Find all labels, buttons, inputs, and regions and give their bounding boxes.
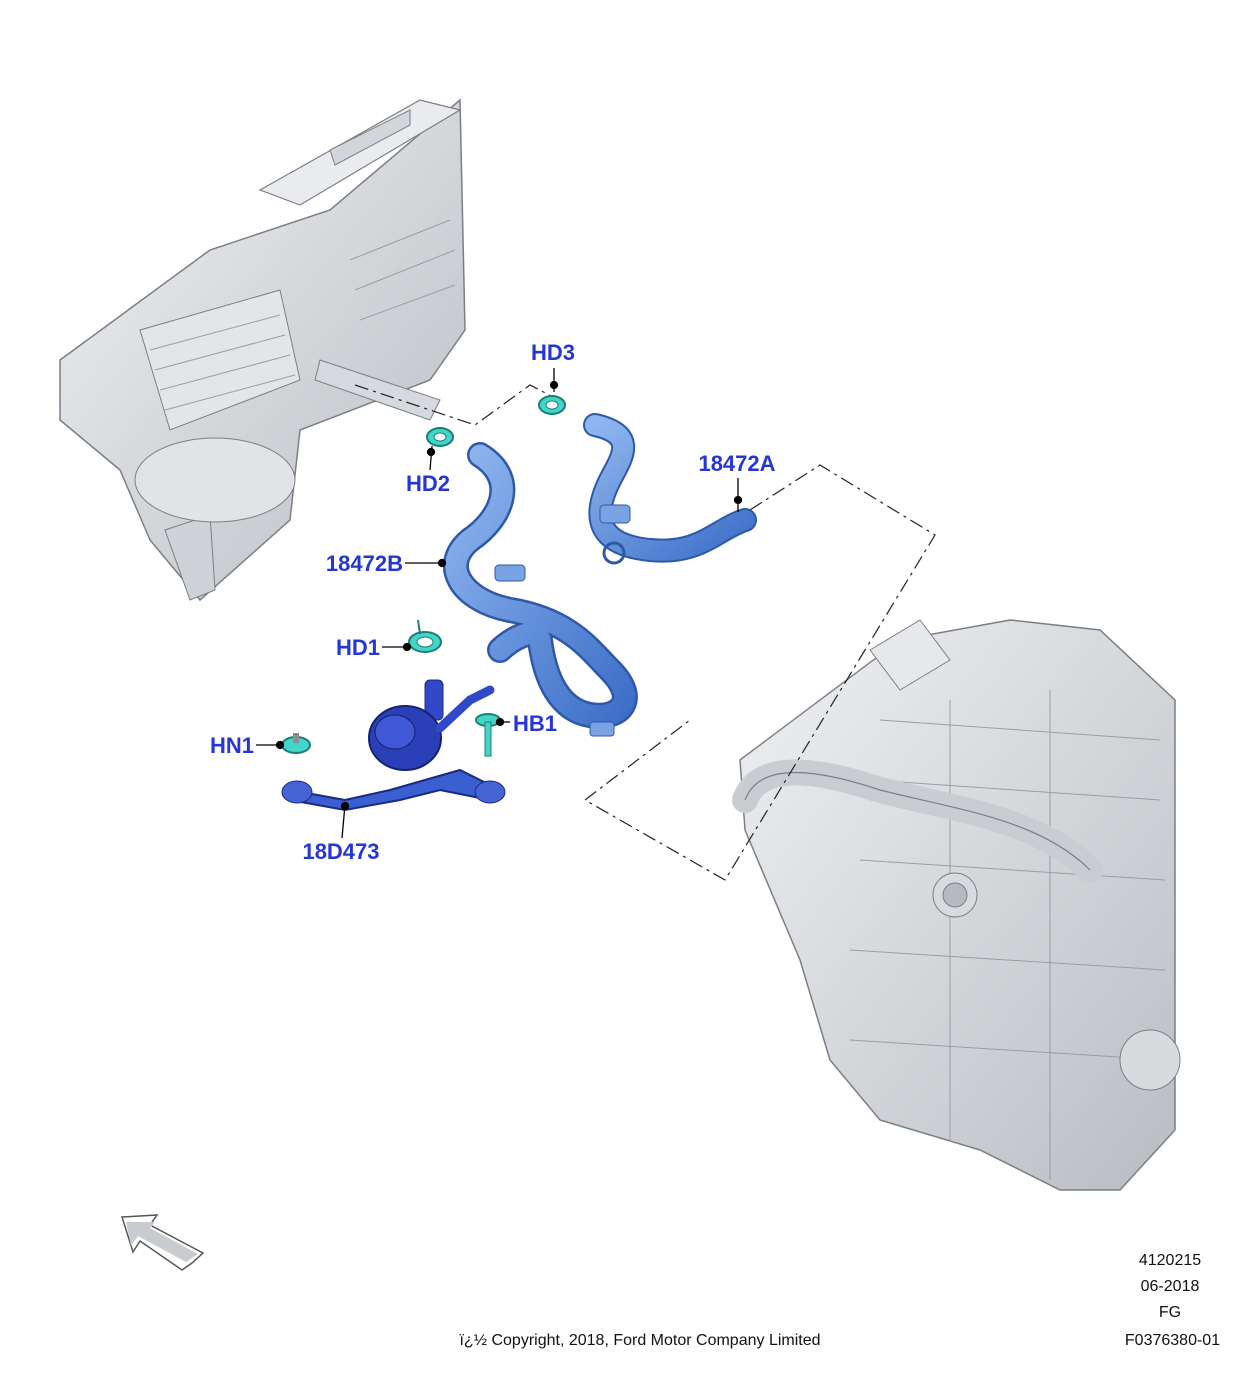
callout-hd3: HD3 bbox=[531, 340, 575, 365]
copyright-notice: ï¿½ Copyright, 2018, Ford Motor Company … bbox=[459, 1332, 821, 1349]
auxiliary-water-pump bbox=[368, 679, 495, 771]
front-arrow-icon bbox=[120, 1214, 205, 1271]
heater-housing-assembly bbox=[59, 98, 466, 602]
figure-id: F0376380-01 bbox=[1124, 1332, 1221, 1349]
callout-hd2: HD2 bbox=[406, 471, 450, 496]
callout-hd1: HD1 bbox=[336, 635, 380, 660]
callout-hn1: HN1 bbox=[210, 733, 254, 758]
callout-hb1: HB1 bbox=[513, 711, 557, 736]
leader-lines bbox=[256, 368, 743, 839]
callout-18472b: 18472B bbox=[326, 551, 403, 576]
market-code: FG bbox=[1158, 1304, 1182, 1321]
heater-hose-18472a bbox=[583, 413, 757, 565]
hose-clamp-hd2 bbox=[426, 427, 454, 447]
callout-18472a: 18472A bbox=[698, 451, 775, 476]
heater-hose-18472b bbox=[442, 442, 638, 737]
engine-assembly bbox=[732, 619, 1181, 1191]
pump-bracket-18d473 bbox=[281, 768, 506, 812]
routing-lines bbox=[354, 384, 936, 881]
nut-hn1 bbox=[281, 733, 311, 754]
hose-clamp-hd3 bbox=[538, 395, 566, 415]
reference-number: 4120215 bbox=[1138, 1252, 1202, 1269]
revision-date: 06-2018 bbox=[1140, 1278, 1200, 1295]
hose-clamp-hd1 bbox=[408, 619, 442, 653]
callout-18d473: 18D473 bbox=[302, 839, 379, 864]
